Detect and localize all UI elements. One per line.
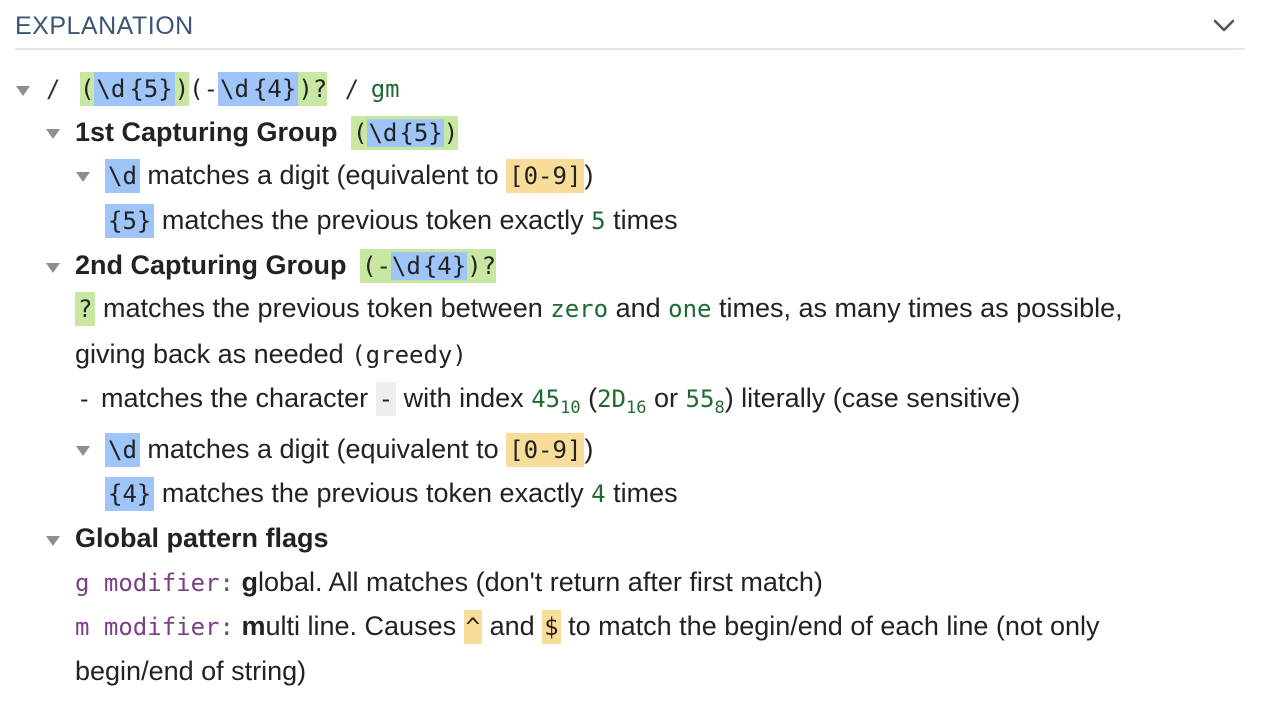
regex-open-slash: / — [46, 75, 61, 103]
collapse-toggle-regex[interactable] — [16, 86, 30, 96]
dollar-token: $ — [542, 610, 561, 644]
regex-flags: gm — [370, 75, 400, 103]
group1-close-token[interactable]: ) — [174, 72, 190, 106]
optional-token[interactable]: ? — [75, 292, 96, 326]
collapse-toggle-group1-digit[interactable] — [76, 172, 90, 182]
group1-open-token[interactable]: ( — [79, 72, 95, 106]
quantifier-times: times — [613, 205, 678, 235]
explanation-header[interactable]: EXPLANATION — [15, 0, 1245, 50]
digit-description: matches a digit (equivalent to — [147, 434, 499, 464]
range-token: [0-9] — [506, 433, 585, 467]
group1-token[interactable]: (\d{5}) — [351, 116, 459, 150]
group2-row: 2nd Capturing Group (-\d{4})? — [75, 248, 497, 284]
m-modifier-description-end: to match the begin/end of each line (not… — [568, 611, 1100, 641]
dash-token[interactable]: - — [203, 75, 219, 103]
group1-title: 1st Capturing Group — [75, 117, 338, 147]
m-modifier-description: ulti line. Causes — [265, 611, 457, 641]
g-modifier-initial: g — [241, 567, 258, 597]
dash-char: - — [375, 382, 397, 416]
range-token: [0-9] — [506, 159, 585, 193]
one-value: one — [668, 295, 712, 323]
digit-description-end: ) — [584, 160, 594, 190]
quantifier-token-2[interactable]: {4} — [250, 72, 299, 106]
digit-description: matches a digit (equivalent to — [147, 160, 499, 190]
quantifier-description: matches the previous token exactly — [161, 478, 584, 508]
quantifier-token[interactable]: {4} — [105, 477, 155, 511]
lazy-quantifier-row-2: giving back as needed (greedy) — [75, 337, 467, 373]
regex-close-slash: / — [344, 75, 360, 103]
flags-row: Global pattern flags — [75, 521, 329, 557]
digit-description-end: ) — [584, 434, 594, 464]
collapse-toggle-flags[interactable] — [46, 536, 60, 546]
dash-decimal: 4510 — [531, 385, 581, 418]
m-and-text: and — [489, 611, 535, 641]
digit-token[interactable]: \d — [105, 433, 140, 467]
dash-description: matches the character — [100, 383, 369, 413]
g-modifier-description: lobal. All matches (don't return after f… — [257, 567, 823, 597]
caret-token: ^ — [463, 610, 483, 644]
m-modifier-row-2: begin/end of string) — [75, 654, 306, 690]
flags-title: Global pattern flags — [75, 523, 329, 553]
group2-digit-row: \d matches a digit (equivalent to [0-9]) — [105, 432, 593, 468]
group2-title: 2nd Capturing Group — [75, 250, 347, 280]
digit-token-1[interactable]: \d — [94, 72, 128, 106]
regex-row: / (\d{5})(-\d{4})? / gm — [46, 71, 400, 107]
collapse-toggle-group1[interactable] — [46, 129, 60, 139]
dash-open-paren: ( — [588, 383, 598, 413]
dash-octal: 558 — [685, 385, 725, 418]
group2-close-token[interactable]: )? — [298, 72, 328, 106]
collapse-toggle-group2-digit[interactable] — [76, 446, 90, 456]
quantifier-count: 5 — [591, 207, 606, 235]
group1-quantifier-row: {5} matches the previous token exactly 5… — [105, 203, 678, 239]
chevron-down-icon[interactable] — [1211, 12, 1237, 38]
dash-description-end: ) literally (case sensitive) — [724, 383, 1021, 413]
g-modifier-row: g modifier: global. All matches (don't r… — [75, 565, 823, 601]
collapse-toggle-group2[interactable] — [46, 263, 60, 273]
digit-token[interactable]: \d — [105, 159, 140, 193]
lazy-quantifier-row: ? matches the previous token between zer… — [75, 291, 1123, 327]
zero-value: zero — [550, 295, 609, 323]
m-modifier-initial: m — [241, 611, 266, 641]
group2-open-token[interactable]: ( — [189, 75, 204, 103]
greedy-label: (greedy) — [351, 341, 467, 369]
dash-index-text: with index — [403, 383, 524, 413]
g-modifier-label: g modifier: — [75, 569, 234, 597]
quantifier-times: times — [613, 478, 678, 508]
digit-token-2[interactable]: \d — [218, 72, 251, 106]
group2-token[interactable]: (-\d{4})? — [360, 249, 497, 283]
and-text: and — [615, 293, 661, 323]
dash-or: or — [654, 383, 679, 413]
m-modifier-row: m modifier: multi line. Causes ^ and $ t… — [75, 609, 1099, 645]
dash-row: - matches the character - with index 451… — [75, 381, 1020, 417]
optional-description-end: times, as many times as possible, — [719, 293, 1123, 323]
group2-quantifier-row: {4} matches the previous token exactly 4… — [105, 476, 678, 512]
quantifier-description: matches the previous token exactly — [161, 205, 584, 235]
quantifier-token[interactable]: {5} — [105, 204, 155, 238]
m-modifier-label: m modifier: — [75, 613, 234, 641]
group1-digit-row: \d matches a digit (equivalent to [0-9]) — [105, 158, 593, 194]
optional-description: matches the previous token between — [102, 293, 543, 323]
quantifier-token-1[interactable]: {5} — [127, 72, 175, 106]
dash-literal-token[interactable]: - — [77, 385, 92, 413]
m-modifier-description-line2: begin/end of string) — [75, 656, 307, 686]
group1-row: 1st Capturing Group (\d{5}) — [75, 115, 459, 151]
explanation-title: EXPLANATION — [15, 12, 194, 40]
dash-hex: 2D16 — [597, 385, 647, 418]
quantifier-count: 4 — [591, 480, 606, 508]
greedy-description: giving back as needed — [75, 339, 344, 369]
